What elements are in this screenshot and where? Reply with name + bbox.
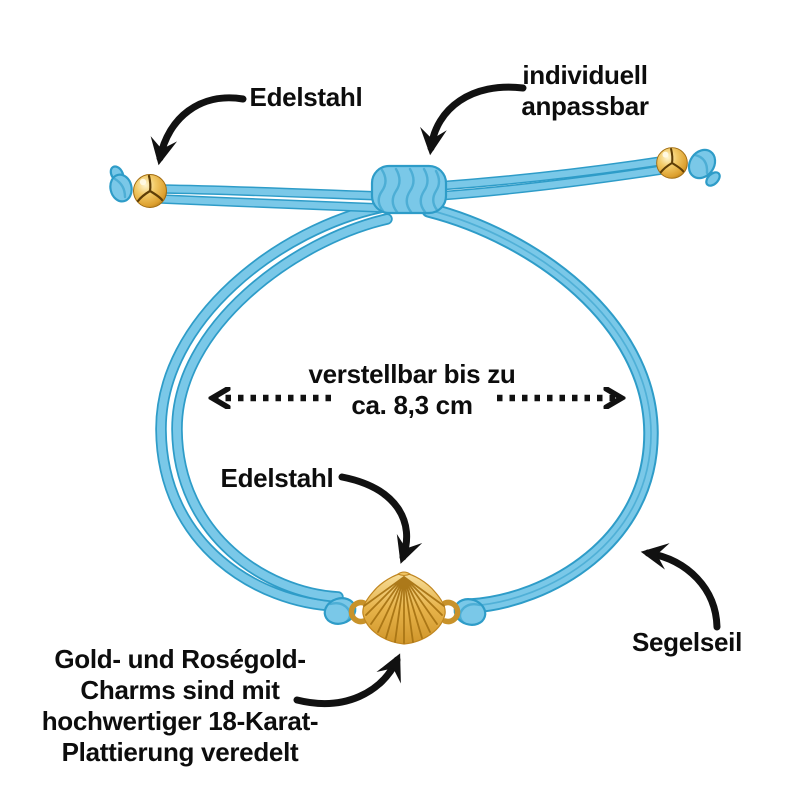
end-bead-right-highlight — [662, 151, 669, 158]
label-rope: Segelseil — [632, 627, 742, 658]
end-bead-right-seam — [659, 148, 685, 174]
end-knot-right-body — [687, 148, 717, 180]
arrow-to-shell-top — [338, 473, 423, 564]
charm-ring-left — [348, 599, 367, 625]
cord-left-outer-fill — [156, 203, 387, 610]
end-knot-left-curl — [113, 177, 127, 199]
cord-loop — [155, 201, 659, 614]
label-adjustable-line1: individuell — [522, 60, 648, 90]
label-plating-line4: Plattierung veredelt — [61, 737, 299, 767]
label-plating-line1: Gold- und Roségold- — [54, 644, 306, 674]
label-steel-top-text: Edelstahl — [249, 82, 363, 112]
cord-tails — [156, 156, 666, 213]
end-knot-left-body — [109, 173, 133, 203]
tail-right-b-fill — [434, 166, 665, 200]
label-measurement-line1: verstellbar bis zu — [308, 359, 516, 389]
shell-apex-nub — [397, 571, 411, 576]
label-measurement: verstellbar bis zu ca. 8,3 cm — [308, 359, 515, 421]
sliding-knot — [370, 164, 448, 215]
arrow-to-sliding-knot — [420, 83, 527, 156]
arrow-to-cord — [640, 543, 721, 631]
label-steel-charm-text: Edelstahl — [220, 463, 334, 493]
end-knot-left — [109, 165, 133, 203]
label-adjustable: individuell anpassbar — [521, 60, 649, 122]
tail-left-b-fill — [157, 195, 386, 212]
cord-left-inner-fill — [172, 215, 391, 601]
tail-right-a-fill — [434, 157, 665, 190]
tail-left-a-fill — [157, 185, 386, 200]
label-plating: Gold- und Roségold- Charms sind mit hoch… — [42, 644, 319, 768]
end-bead-left — [133, 174, 167, 208]
charm-knot-right — [453, 598, 487, 626]
end-knot-right-tip — [705, 171, 721, 187]
cord-right-seam — [428, 209, 652, 607]
end-knot-right-curl — [693, 153, 709, 175]
charm-ring-right — [442, 599, 461, 625]
shell-charm — [362, 571, 446, 645]
label-steel-charm: Edelstahl — [221, 463, 334, 494]
shell-ribs — [363, 576, 445, 644]
charm-knot-right-curl — [458, 602, 482, 625]
end-knot-right — [687, 148, 721, 187]
arrow-to-left-bead — [150, 94, 247, 166]
charm-knot-left-curl — [328, 601, 352, 624]
arrow-to-shell-bottom — [293, 653, 401, 707]
sliding-knot-texture — [377, 167, 441, 214]
end-bead-left-seam — [136, 174, 164, 203]
label-rope-text: Segelseil — [631, 627, 743, 657]
label-adjustable-line2: anpassbar — [521, 91, 649, 121]
label-measurement-line2: ca. 8,3 cm — [351, 390, 473, 420]
label-plating-line2: Charms sind mit — [80, 675, 280, 705]
label-steel-top: Edelstahl — [250, 82, 363, 113]
end-bead-left-highlight — [139, 178, 147, 186]
label-plating-line3: hochwertiger 18-Karat- — [41, 706, 319, 736]
end-bead-right — [656, 147, 688, 179]
